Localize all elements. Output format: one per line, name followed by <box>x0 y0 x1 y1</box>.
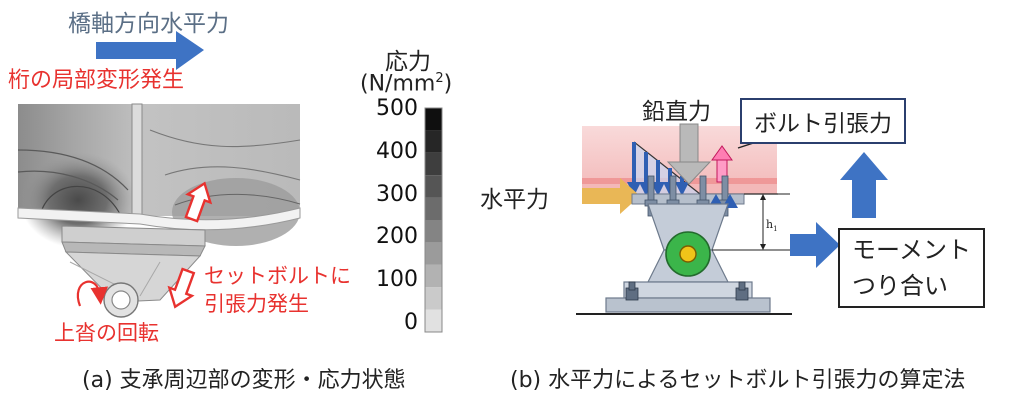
fe-contour-plot <box>17 103 301 318</box>
legend-band <box>425 287 442 310</box>
bolt-tension-label-line1: セットボルトに <box>204 264 351 288</box>
horizontal-force-arrow-icon <box>582 178 640 214</box>
height-dimension <box>712 193 790 251</box>
moment-line1: モーメント <box>852 236 972 264</box>
vertical-force-arrow-icon <box>666 123 712 185</box>
legend-band <box>425 220 442 243</box>
legend-tick-label: 300 <box>376 181 418 207</box>
shoe-rotation-label: 上沓の回転 <box>54 321 159 345</box>
axial-direction-arrow <box>96 31 204 70</box>
legend-tick-label: 400 <box>376 138 418 164</box>
bottom-flange <box>17 207 301 231</box>
legend-title: 応力 <box>385 49 431 75</box>
legend-band <box>425 130 442 153</box>
height-symbol: h1 <box>766 218 778 234</box>
legend-unit: (N/mm2) <box>360 71 453 97</box>
girder-deformation-label: 桁の局部変形発生 <box>8 68 185 93</box>
legend-band <box>425 175 442 198</box>
moment-equilibrium-box: モーメント つり合い <box>838 228 986 308</box>
stress-legend-bar <box>424 107 443 333</box>
bolt-tension-box: ボルト引張力 <box>740 98 906 144</box>
base-plate <box>605 297 771 313</box>
bolt-tension-arrow-icon <box>167 267 196 309</box>
caption-a: (a) 支承周辺部の変形・応力状態 <box>82 368 406 393</box>
axial-force-label: 橋軸方向水平力 <box>68 11 229 37</box>
legend-band <box>425 108 442 131</box>
bolt-tension-up-arrow-icon <box>711 145 733 183</box>
moment-arrow-up-icon <box>840 152 888 218</box>
horizontal-force-label: 水平力 <box>480 187 549 213</box>
bearing-base <box>64 251 202 303</box>
vertical-force-label: 鉛直力 <box>642 99 711 125</box>
stiffener-plate <box>131 103 143 221</box>
stress-concentration-left <box>20 152 136 248</box>
legend-band <box>425 264 442 288</box>
legend-tick-label: 0 <box>404 310 418 335</box>
caption-b: (b) 水平力によるセットボルト引張力の算定法 <box>510 368 966 393</box>
legend-band <box>425 242 442 265</box>
legend-tick-label: 100 <box>376 267 418 293</box>
legend-tick-label: 200 <box>376 224 418 250</box>
flange-deformation-arrow-icon <box>184 181 213 223</box>
legend-band <box>425 152 442 176</box>
moment-line2: つり合い <box>852 272 948 300</box>
legend-band <box>425 309 442 332</box>
moment-arrow-right-icon <box>790 222 840 268</box>
legend-band <box>425 197 442 220</box>
rotation-arrow-icon <box>76 280 109 307</box>
bolt-tension-label-line2: 引張力発生 <box>204 292 309 316</box>
legend-tick-label: 500 <box>376 96 418 121</box>
